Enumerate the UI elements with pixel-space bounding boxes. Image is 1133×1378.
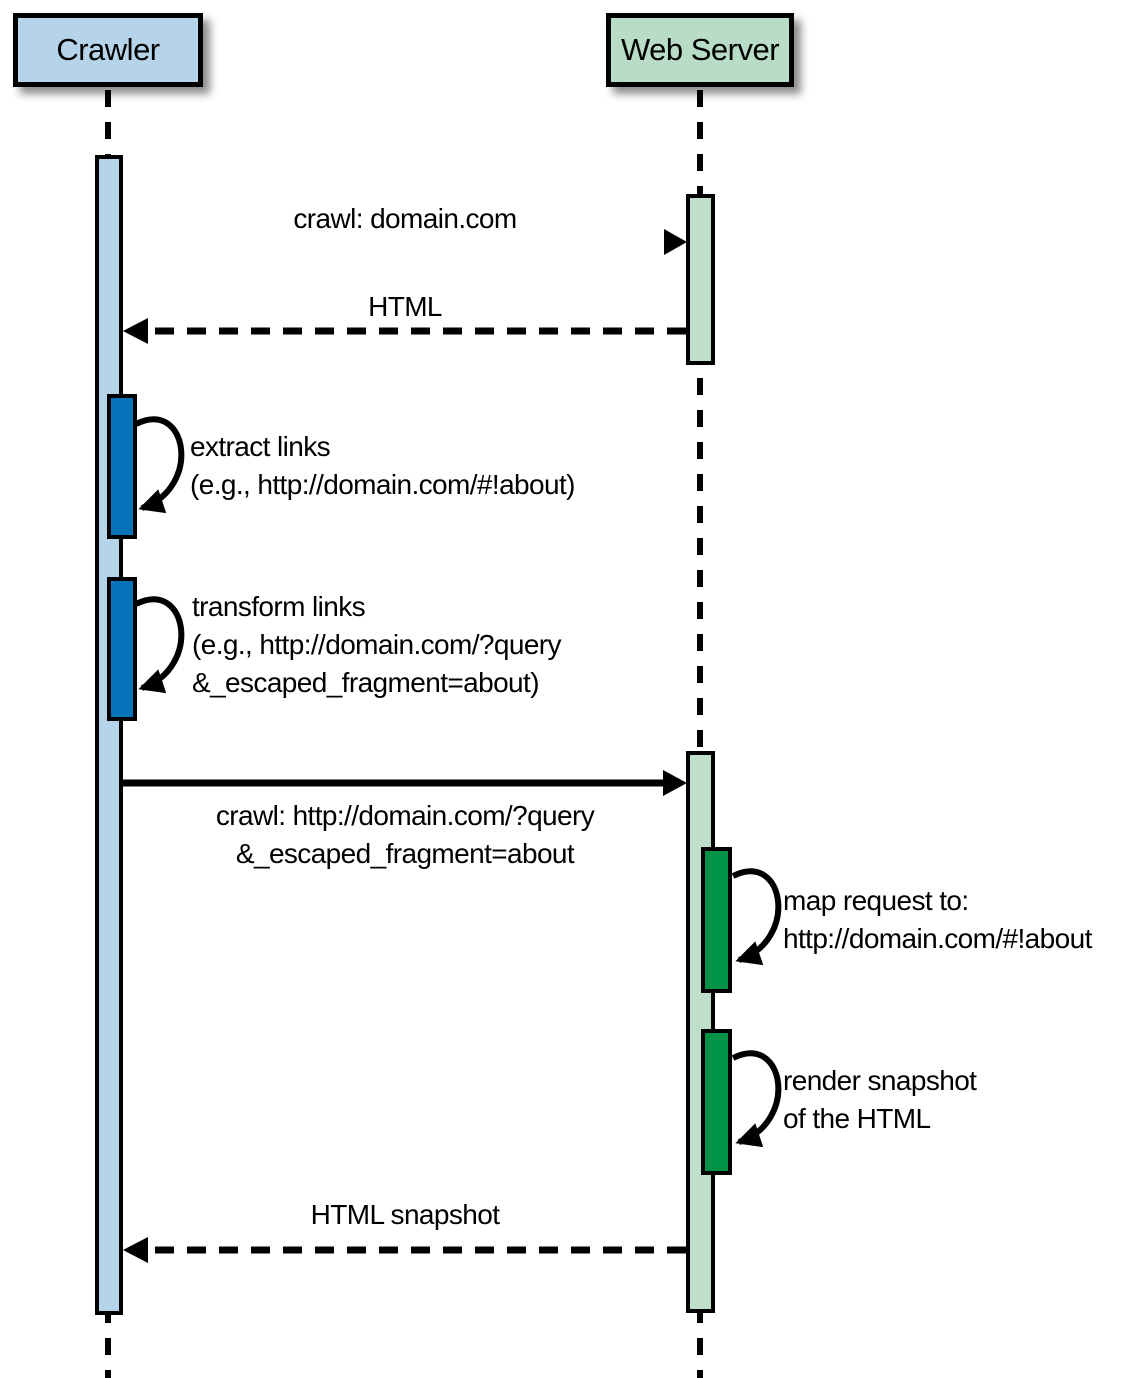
activation-bar-server-1 — [686, 194, 715, 365]
arrowhead-html-snapshot — [123, 1237, 148, 1263]
message-line: HTML — [368, 291, 442, 322]
arrowhead-crawl-escaped — [663, 770, 687, 796]
activation-bar-crawler — [95, 155, 123, 1315]
message-label-html-snapshot: HTML snapshot — [125, 1196, 685, 1234]
message-line: (e.g., http://domain.com/#!about) — [190, 469, 575, 500]
self-loop-extract-links — [134, 416, 185, 514]
actor-label-web-server: Web Server — [620, 32, 780, 67]
nested-activation-extract-links — [107, 394, 137, 539]
arrowhead-html-response — [123, 318, 148, 344]
message-label-render-snapshot: render snapshot of the HTML — [783, 1062, 977, 1138]
arrowhead-crawl-domain — [664, 229, 687, 255]
message-line: render snapshot — [783, 1065, 977, 1096]
nested-activation-transform-links — [107, 577, 137, 721]
message-line: (e.g., http://domain.com/?query — [192, 629, 562, 660]
self-loop-render-snapshot — [731, 1050, 782, 1148]
message-line: http://domain.com/#!about — [783, 923, 1092, 954]
message-line: &_escaped_fragment=about) — [192, 667, 540, 698]
message-line: of the HTML — [783, 1103, 931, 1134]
message-label-map-request: map request to: http://domain.com/#!abou… — [783, 882, 1092, 958]
message-label-html-response: HTML — [125, 288, 685, 326]
message-line: &_escaped_fragment=about — [235, 838, 575, 869]
self-loop-transform-links — [134, 596, 185, 694]
message-line: transform links — [192, 591, 366, 622]
message-label-transform-links: transform links (e.g., http://domain.com… — [192, 588, 562, 702]
message-label-extract-links: extract links (e.g., http://domain.com/#… — [190, 428, 575, 504]
message-line: map request to: — [783, 885, 969, 916]
message-line: crawl: domain.com — [293, 203, 517, 234]
message-label-crawl-escaped: crawl: http://domain.com/?query &_escape… — [125, 797, 685, 873]
message-line: HTML snapshot — [310, 1199, 500, 1230]
actor-label-crawler: Crawler — [56, 32, 160, 67]
nested-activation-map-request — [701, 847, 732, 993]
message-line: extract links — [190, 431, 331, 462]
self-loop-map-request — [731, 868, 782, 966]
nested-activation-render-snapshot — [701, 1029, 732, 1175]
message-line: crawl: http://domain.com/?query — [215, 800, 595, 831]
actor-box-web-server: Web Server — [606, 13, 794, 87]
message-label-crawl-domain: crawl: domain.com — [125, 200, 685, 238]
actor-box-crawler: Crawler — [13, 13, 203, 87]
